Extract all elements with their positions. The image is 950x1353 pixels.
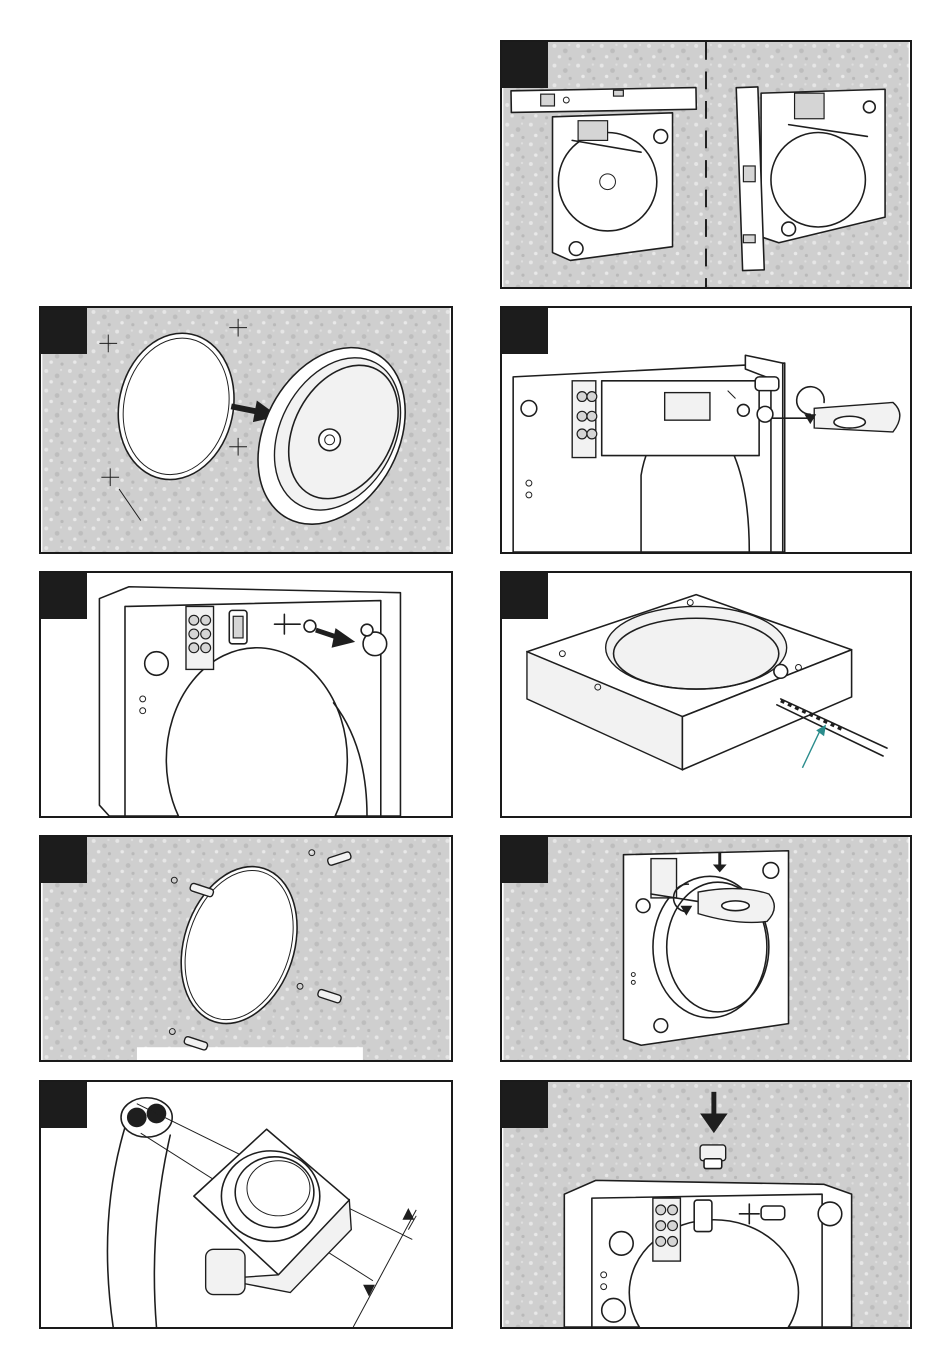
step-number-tab [502, 308, 548, 354]
terminal-block [577, 392, 597, 439]
step-panel-unscrew-cover [500, 306, 912, 554]
duct-sizing-illustration [41, 1082, 451, 1327]
step-panel-level-check [500, 40, 912, 289]
step-panel-remove-clamp [39, 571, 453, 818]
step-number-tab [502, 1082, 548, 1128]
step-number-tab [41, 837, 87, 883]
step-number-tab [41, 308, 87, 354]
step-panel-duct-sizing [39, 1080, 453, 1329]
wall-opening-illustration [41, 308, 451, 552]
level-check-illustration [502, 42, 910, 287]
base-plate-icon [553, 113, 673, 261]
step-number-tab [41, 573, 87, 619]
base-plate-icon [761, 89, 885, 242]
step-panel-fit-grommet [500, 1080, 912, 1329]
step-panel-fix-base [500, 835, 912, 1062]
step-number-tab [502, 837, 548, 883]
step-number-tab [502, 42, 548, 88]
remove-clamp-illustration [41, 573, 451, 816]
step-panel-wall-plugs [39, 835, 453, 1062]
fix-base-illustration [502, 837, 910, 1060]
grommet-icon [700, 1145, 726, 1169]
step-panel-wall-opening [39, 306, 453, 554]
step-panel-cable-entry [500, 571, 912, 818]
spirit-level-icon [511, 88, 696, 113]
fit-grommet-illustration [502, 1082, 910, 1327]
cable-entry-illustration [502, 573, 910, 816]
cable-clamp-icon [229, 610, 247, 643]
step-number-tab [502, 573, 548, 619]
step-number-tab [41, 1082, 87, 1128]
unscrew-cover-illustration [502, 308, 910, 552]
wall-plugs-illustration [41, 837, 451, 1060]
